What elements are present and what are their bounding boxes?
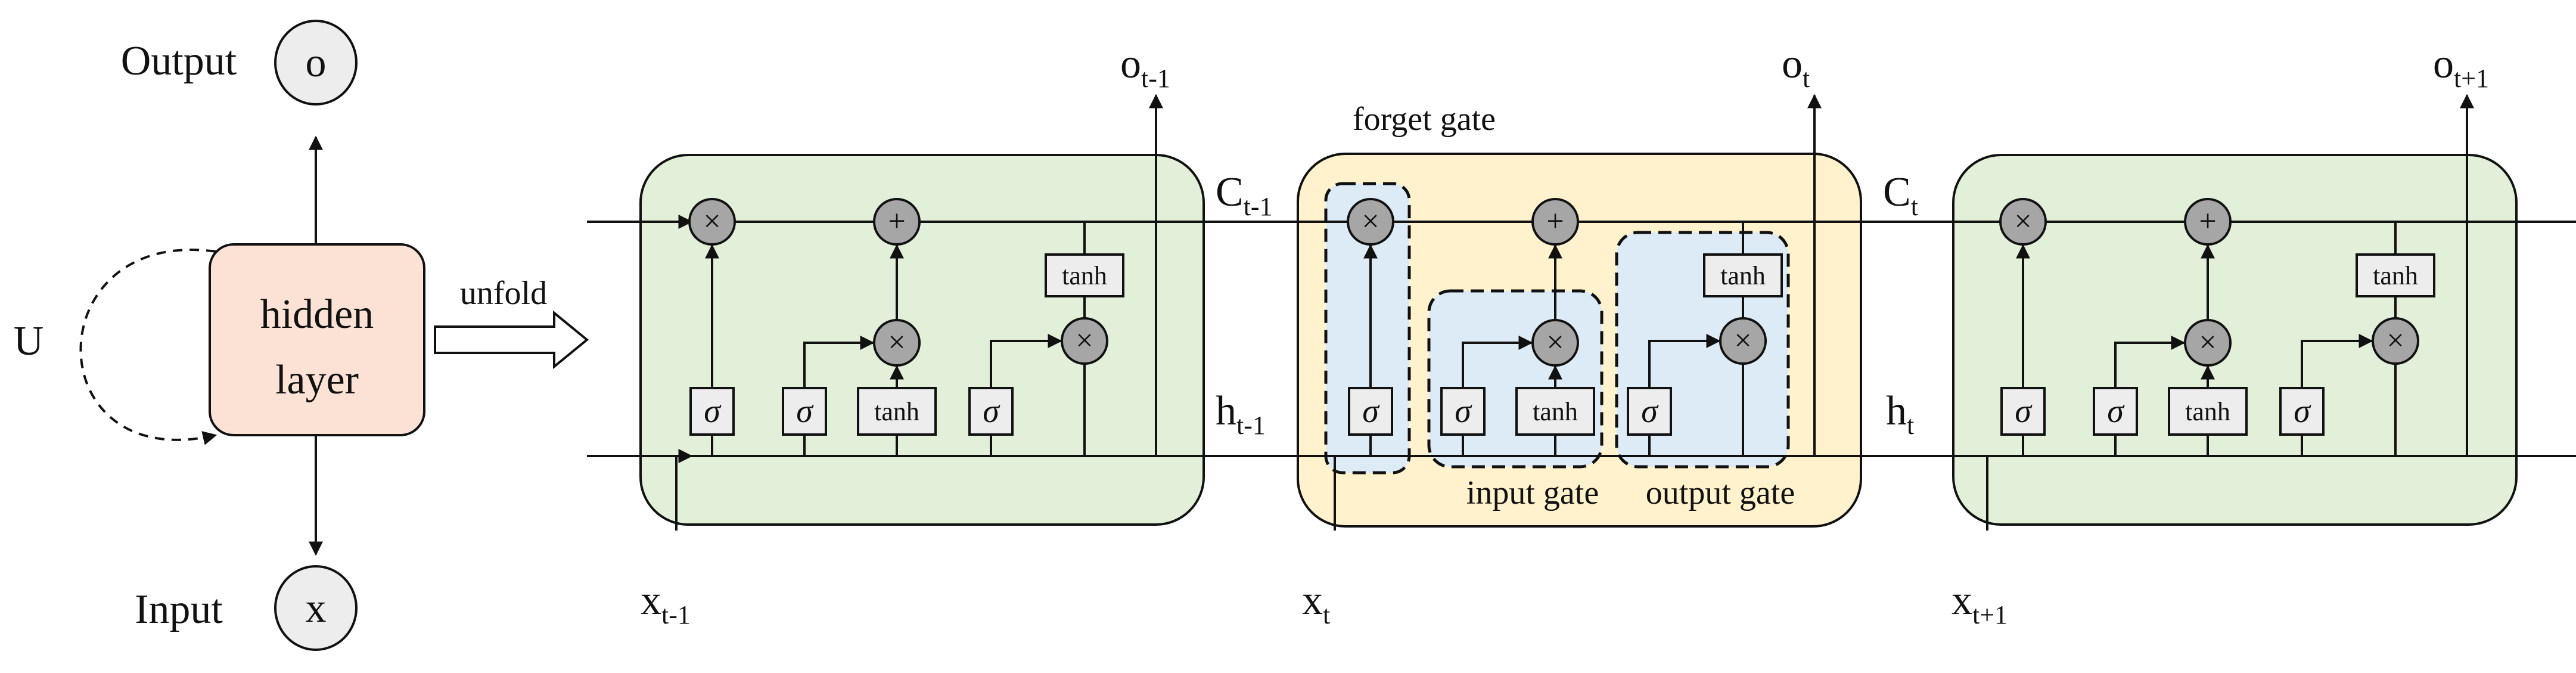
h-cur-label: ht bbox=[1886, 388, 1914, 440]
input-gate-box bbox=[1427, 289, 1604, 469]
output-to-hidden-line bbox=[1083, 364, 1156, 457]
cell-tanh-box: tanh bbox=[2356, 253, 2435, 297]
forget-gate-label: forget gate bbox=[1353, 101, 1496, 138]
svg-text:tanh: tanh bbox=[1720, 261, 1766, 290]
output-sigma-arrow bbox=[990, 334, 1062, 390]
folded-rnn: U o Output x Input hidden layer unfold bbox=[14, 20, 589, 651]
c-cur-label: Ct bbox=[1883, 169, 1918, 221]
input-sigma-arrow bbox=[803, 336, 875, 390]
o-next-label: ot+1 bbox=[2433, 41, 2489, 93]
cell-prev-box bbox=[639, 154, 1205, 526]
svg-text:σ: σ bbox=[2294, 393, 2311, 430]
output-multiply-node: × bbox=[2372, 317, 2419, 365]
input-sigma-box: σ bbox=[782, 387, 827, 436]
output-sigma-box: σ bbox=[1627, 387, 1672, 436]
cell-tanh-box: tanh bbox=[1045, 253, 1124, 297]
svg-text:×: × bbox=[2199, 325, 2216, 359]
cell-add-node: + bbox=[873, 198, 921, 246]
hidden-label-line2: layer bbox=[275, 357, 359, 403]
svg-text:σ: σ bbox=[796, 393, 814, 430]
output-sigma-arrow bbox=[2301, 334, 2373, 390]
x-next-label: xt+1 bbox=[1952, 578, 2008, 629]
input-tanh-box: tanh bbox=[857, 387, 937, 436]
svg-text:tanh: tanh bbox=[874, 397, 919, 426]
output-label: Output bbox=[121, 38, 237, 84]
input-multiply-node: × bbox=[2184, 319, 2232, 367]
x-prev-label: xt-1 bbox=[641, 578, 691, 629]
o-prev-label: ot-1 bbox=[1120, 41, 1170, 93]
hidden-label-line1: hidden bbox=[260, 291, 374, 337]
svg-text:σ: σ bbox=[2015, 393, 2033, 430]
output-symbol: o bbox=[306, 40, 327, 86]
svg-text:×: × bbox=[703, 204, 720, 238]
input-node bbox=[274, 565, 358, 651]
svg-text:×: × bbox=[1362, 204, 1379, 238]
svg-text:×: × bbox=[1546, 325, 1564, 359]
lstm-cell-next: × + × × σ σ tanh σ tanh bbox=[1986, 94, 2474, 531]
o-cur-label: ot bbox=[1782, 41, 1810, 93]
recurrent-loop-arrow bbox=[79, 249, 217, 445]
svg-text:×: × bbox=[2387, 324, 2404, 358]
svg-text:×: × bbox=[888, 325, 905, 359]
svg-text:×: × bbox=[1076, 324, 1093, 358]
svg-text:tanh: tanh bbox=[2185, 397, 2230, 426]
input-multiply-node: × bbox=[873, 319, 921, 367]
x-cur-label: xt bbox=[1302, 578, 1330, 629]
input-tanh-box: tanh bbox=[1515, 387, 1595, 436]
cell-add-node: + bbox=[2184, 198, 2232, 246]
lstm-cell-cur: × + × × σ σ tanh σ tanh bbox=[1334, 94, 1822, 531]
svg-text:σ: σ bbox=[2107, 393, 2125, 430]
input-tanh-box: tanh bbox=[2168, 387, 2248, 436]
cell-tanh-box: tanh bbox=[1703, 253, 1783, 297]
lstm-cells: × + × × σ σ tanh σ tanh × + × × σ σ tanh σ tanh × + × × σ σ tanh… bbox=[675, 94, 2474, 531]
unfold-label: unfold bbox=[460, 275, 547, 312]
c-prev-label: Ct-1 bbox=[1216, 169, 1273, 221]
hidden-layer-box bbox=[209, 243, 425, 436]
svg-text:tanh: tanh bbox=[1062, 261, 1107, 290]
svg-text:σ: σ bbox=[1641, 393, 1659, 430]
lstm-cell-prev: × + × × σ σ tanh σ tanh bbox=[675, 94, 1163, 531]
output-sigma-box: σ bbox=[968, 387, 1014, 436]
output-gate-label: output gate bbox=[1646, 474, 1795, 511]
input-sigma-arrow bbox=[2114, 336, 2186, 390]
output-multiply-node: × bbox=[1061, 317, 1108, 365]
output-sigma-box: σ bbox=[2279, 387, 2325, 436]
forget-sigma-box: σ bbox=[689, 387, 735, 436]
input-sigma-arrow bbox=[1462, 336, 1533, 390]
svg-text:σ: σ bbox=[704, 393, 722, 430]
svg-text:σ: σ bbox=[1362, 393, 1380, 430]
svg-text:+: + bbox=[888, 204, 905, 238]
svg-text:×: × bbox=[2014, 204, 2031, 238]
cell-add-node: + bbox=[1531, 198, 1579, 246]
svg-text:+: + bbox=[2199, 204, 2216, 238]
loop-label: U bbox=[14, 318, 44, 364]
h-prev-label: ht-1 bbox=[1216, 388, 1266, 440]
unfold-arrow bbox=[434, 310, 589, 370]
svg-text:+: + bbox=[1546, 204, 1564, 238]
output-sigma-arrow bbox=[1648, 334, 1721, 390]
output-to-hidden-line bbox=[2394, 364, 2467, 457]
forget-sigma-box: σ bbox=[2000, 387, 2046, 436]
output-multiply-node: × bbox=[1719, 317, 1767, 365]
input-multiply-node: × bbox=[1531, 319, 1579, 367]
svg-text:tanh: tanh bbox=[2373, 261, 2418, 290]
input-label: Input bbox=[135, 587, 223, 632]
svg-text:σ: σ bbox=[1455, 393, 1472, 430]
forget-sigma-box: σ bbox=[1348, 387, 1393, 436]
input-sigma-box: σ bbox=[1440, 387, 1486, 436]
svg-text:σ: σ bbox=[983, 393, 1000, 430]
input-symbol: x bbox=[306, 585, 327, 631]
forget-multiply-node: × bbox=[1999, 198, 2047, 246]
svg-text:×: × bbox=[1734, 324, 1751, 358]
input-gate-label: input gate bbox=[1466, 474, 1599, 511]
input-sigma-box: σ bbox=[2093, 387, 2138, 436]
output-node bbox=[274, 20, 358, 106]
output-to-hidden-line bbox=[1742, 364, 1814, 457]
svg-text:tanh: tanh bbox=[1533, 397, 1578, 426]
forget-multiply-node: × bbox=[688, 198, 736, 246]
forget-multiply-node: × bbox=[1347, 198, 1394, 246]
